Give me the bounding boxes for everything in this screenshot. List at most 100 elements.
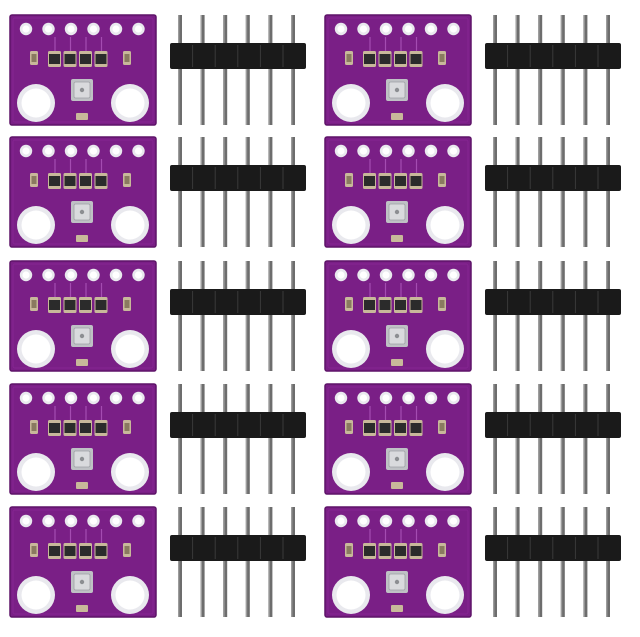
pin-shine — [245, 261, 248, 371]
sensor-module-set — [324, 136, 621, 248]
pin-shine — [223, 261, 225, 371]
through-hole — [89, 517, 98, 525]
pcb-board — [324, 506, 472, 618]
through-hole — [112, 271, 120, 279]
pin-shine — [560, 261, 563, 371]
through-hole — [112, 517, 120, 525]
sensor-port — [394, 333, 400, 339]
through-hole — [427, 517, 435, 525]
pin-shine — [538, 15, 540, 125]
through-hole — [22, 517, 30, 525]
pin-shine — [493, 507, 495, 617]
through-hole — [404, 517, 413, 525]
through-hole — [359, 25, 368, 33]
pin-header — [485, 261, 621, 371]
header-pin — [493, 507, 497, 617]
header-pin — [178, 507, 182, 617]
pin-shine — [178, 15, 180, 125]
header-pin — [268, 507, 273, 617]
capacitor — [391, 605, 403, 612]
header-pin — [606, 261, 610, 371]
pin-header — [170, 137, 306, 247]
capacitor-mark — [439, 423, 445, 431]
mounting-hole — [115, 88, 145, 118]
capacitor-mark — [346, 54, 352, 62]
header-pin — [178, 261, 182, 371]
pin-shine — [538, 507, 540, 617]
header-pin — [515, 507, 520, 617]
pin-shine — [538, 137, 540, 247]
header-pin — [291, 507, 295, 617]
through-hole — [89, 147, 98, 155]
pin-shine — [291, 137, 293, 247]
mounting-hole — [21, 88, 51, 118]
resistor — [364, 300, 375, 310]
through-hole — [44, 147, 53, 155]
through-hole — [67, 517, 75, 525]
through-hole — [337, 147, 345, 155]
pin-shine — [291, 384, 293, 494]
mounting-hole — [21, 457, 51, 487]
resistor — [395, 300, 406, 310]
through-hole — [67, 394, 75, 402]
mounting-hole — [115, 210, 145, 240]
through-hole — [359, 271, 368, 279]
header-pin — [200, 261, 205, 371]
resistor — [64, 546, 76, 556]
header-pin — [515, 261, 520, 371]
header-pin — [223, 15, 228, 125]
capacitor — [76, 113, 88, 120]
through-hole — [404, 25, 413, 33]
resistor — [379, 546, 391, 556]
resistor — [64, 54, 76, 64]
pin-shine — [200, 507, 202, 617]
resistor — [80, 176, 91, 186]
through-hole — [134, 25, 143, 33]
pcb-board — [324, 260, 472, 372]
through-hole — [337, 517, 345, 525]
capacitor-mark — [31, 176, 37, 184]
pin-shine — [268, 384, 270, 494]
header-pin — [268, 137, 273, 247]
pin-shine — [245, 507, 248, 617]
resistor — [364, 423, 375, 433]
pin-header — [485, 384, 621, 494]
capacitor — [76, 235, 88, 242]
pin-shine — [606, 261, 608, 371]
header-pin — [560, 384, 565, 494]
header-pin — [291, 261, 295, 371]
pin-shine — [200, 137, 202, 247]
through-hole — [89, 394, 98, 402]
header-pin — [200, 137, 205, 247]
pin-shine — [268, 15, 270, 125]
capacitor-mark — [439, 546, 445, 554]
pin-shine — [268, 507, 270, 617]
pin-shine — [515, 384, 517, 494]
capacitor-mark — [124, 546, 130, 554]
header-pin — [291, 137, 295, 247]
pin-shine — [245, 137, 248, 247]
sensor-port — [79, 579, 85, 585]
header-pin — [515, 384, 520, 494]
capacitor — [391, 482, 403, 489]
pin-shine — [515, 15, 517, 125]
mounting-hole — [430, 457, 460, 487]
pin-header — [170, 15, 306, 125]
pin-shine — [268, 261, 270, 371]
through-hole — [22, 394, 30, 402]
header-pin — [493, 384, 497, 494]
resistor — [410, 546, 422, 556]
resistor — [64, 300, 76, 310]
header-pin — [268, 261, 273, 371]
capacitor-mark — [124, 176, 130, 184]
mounting-hole — [430, 580, 460, 610]
pin-shine — [606, 507, 608, 617]
sensor-port — [79, 456, 85, 462]
sensor-module-set — [324, 506, 621, 618]
through-hole — [337, 25, 345, 33]
through-hole — [44, 271, 53, 279]
capacitor-mark — [346, 423, 352, 431]
sensor-module-set — [324, 14, 621, 126]
sensor-port — [79, 209, 85, 215]
header-pin — [606, 137, 610, 247]
